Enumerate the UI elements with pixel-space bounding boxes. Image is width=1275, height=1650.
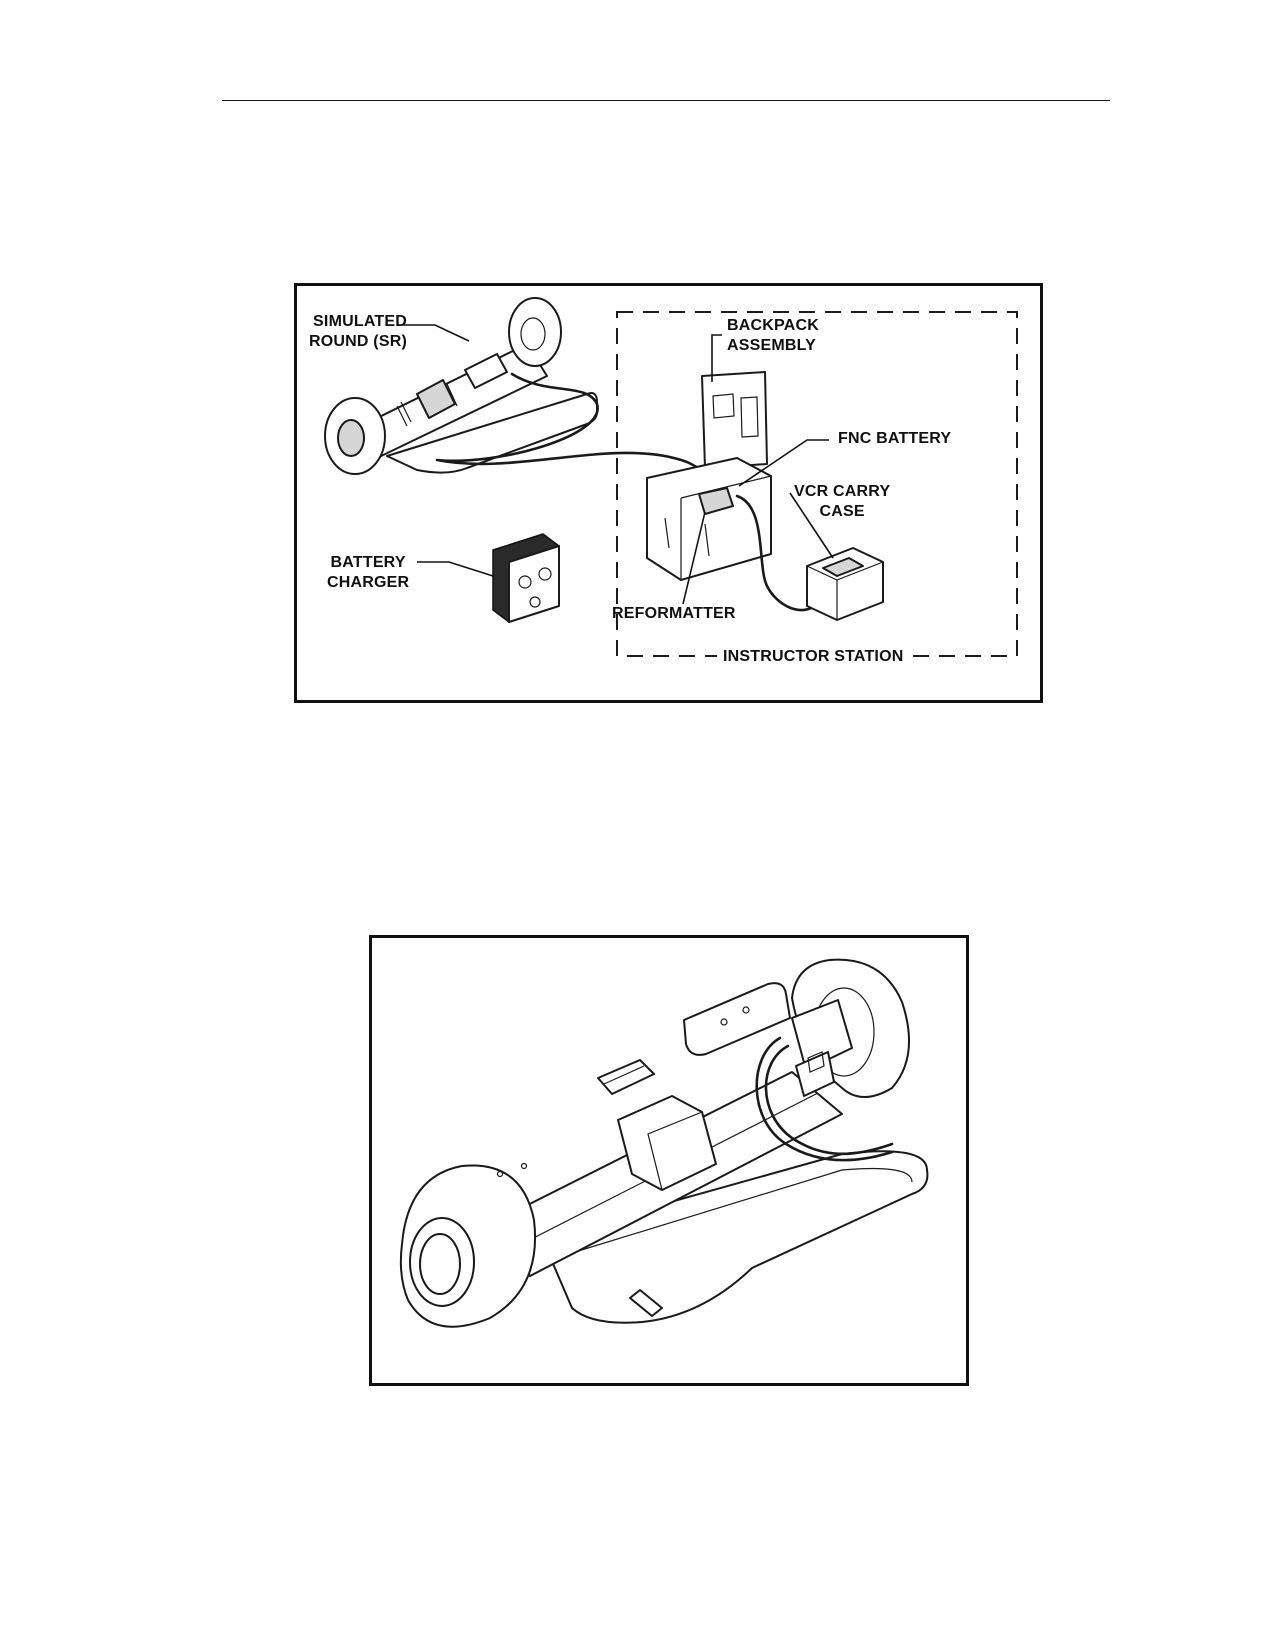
label-simulated-round: SIMULATED ROUND (SR) [309,313,407,350]
sr-grip [416,379,456,419]
reformatter-unit [698,487,734,515]
leader-fnc-battery [738,439,829,487]
sr-detail-cable [764,1044,894,1156]
leader-battery-charger [417,561,494,577]
header-rule [222,100,1110,101]
vcr-cable [735,494,819,612]
leader-backpack [711,334,722,382]
sr-detail-carry-pad [541,1150,929,1324]
label-reformatter: REFORMATTER [612,605,736,622]
label-vcr-carry-case: VCR CARRY CASE [794,483,891,520]
figure-simulated-round-detail [369,935,969,1386]
label-battery-charger: BATTERY CHARGER [327,554,410,591]
leader-reformatter [682,511,706,605]
sr-front-bore [337,419,365,457]
sr-detail-carry-handle [597,1059,655,1095]
sr-sight [464,353,508,389]
leader-simulated-round [403,324,470,342]
label-instructor-station: INSTRUCTOR STATION [717,647,910,667]
sr-detail-strap-buckle [629,1289,663,1317]
label-fnc-battery: FNC BATTERY [838,430,952,447]
sr-detail-connector [795,1051,835,1097]
fnc-battery-box [646,457,772,581]
system-overview-illustration [324,297,1018,657]
simulated-round-illustration [399,958,929,1328]
leader-vcr-case [789,492,834,559]
label-backpack-assembly: BACKPACK ASSEMBLY [727,317,819,354]
sr-detail-sight-housing [683,982,791,1056]
sr-detail-front-bore [419,1233,461,1295]
sr-rear-bumper [508,297,562,367]
sr-detail-rear-mechanism [791,999,853,1071]
figure-system-overview: SIMULATED ROUND (SR) BACKPACK ASSEMBLY F… [294,283,1043,703]
